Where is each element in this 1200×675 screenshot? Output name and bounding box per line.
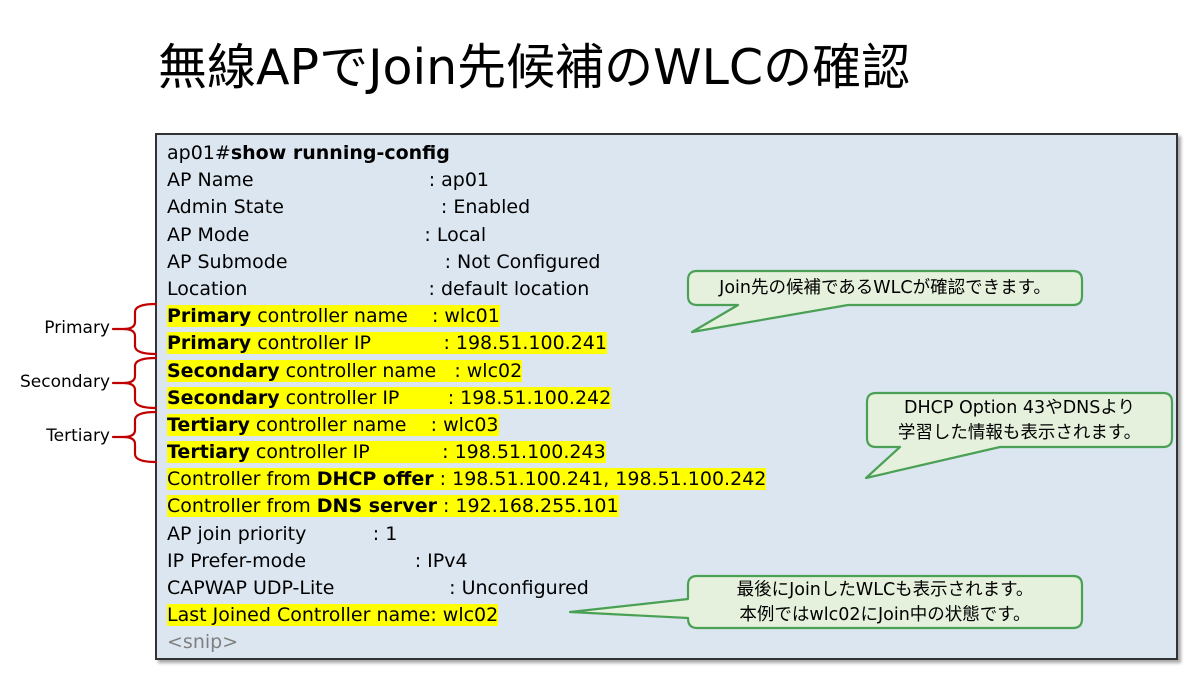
line-ap-name: AP Name : ap01 bbox=[167, 169, 490, 192]
callout-join-candidates-text: Join先の候補であるWLCが確認できます。 bbox=[719, 278, 1051, 298]
line-tertiary-controller-ip: Tertiary controller IP : 198.51.100.243 bbox=[167, 441, 606, 464]
callout-dhcp-dns-bubble bbox=[864, 391, 1174, 480]
line-show-running-config: ap01#show running-config bbox=[167, 142, 450, 164]
line-location: Location : default location bbox=[167, 277, 590, 300]
line-admin-state: Admin State : Enabled bbox=[167, 196, 531, 219]
line-snip: <snip> bbox=[167, 631, 239, 654]
line-ap-mode: AP Mode : Local bbox=[167, 223, 487, 246]
line-last-joined-controller: Last Joined Controller name: wlc02 bbox=[167, 604, 499, 627]
line-secondary-controller-name: Secondary controller name : wlc02 bbox=[167, 359, 523, 382]
callout-last-joined-bubble bbox=[568, 574, 1084, 630]
line-ip-prefer-mode: IP Prefer-mode : IPv4 bbox=[167, 549, 468, 572]
label-tertiary: Tertiary bbox=[46, 426, 110, 446]
line-ap-submode: AP Submode : Not Configured bbox=[167, 250, 601, 273]
line-secondary-controller-ip: Secondary controller IP : 198.51.100.242 bbox=[167, 386, 612, 409]
line-tertiary-controller-name: Tertiary controller name : wlc03 bbox=[167, 413, 499, 436]
line-controller-from-dns-server: Controller from DNS server : 192.168.255… bbox=[167, 495, 619, 518]
line-controller-from-dhcp-offer: Controller from DHCP offer : 198.51.100.… bbox=[167, 468, 767, 491]
line-primary-controller-ip: Primary controller IP : 198.51.100.241 bbox=[167, 332, 607, 355]
primary-brace-icon bbox=[111, 302, 158, 356]
callout-last-joined-text: 最後にJoinしたWLCも表示されます。 本例ではwlc02にJoin中の状態で… bbox=[736, 580, 1034, 625]
callout-dhcp-dns-text: DHCP Option 43やDNSより 学習した情報も表示されます。 bbox=[897, 398, 1142, 443]
line-capwap-udp-lite: CAPWAP UDP-Lite : Unconfigured bbox=[167, 577, 589, 599]
label-primary: Primary bbox=[44, 318, 110, 338]
line-primary-controller-name: Primary controller name : wlc01 bbox=[167, 305, 500, 328]
line-ap-join-priority: AP join priority : 1 bbox=[167, 522, 398, 545]
label-secondary: Secondary bbox=[19, 372, 110, 392]
page-title: 無線APでJoin先候補のWLCの確認 bbox=[158, 39, 911, 96]
tertiary-brace-icon bbox=[111, 410, 158, 464]
callout-join-candidates-bubble bbox=[686, 269, 1084, 334]
secondary-brace-icon bbox=[111, 356, 158, 410]
